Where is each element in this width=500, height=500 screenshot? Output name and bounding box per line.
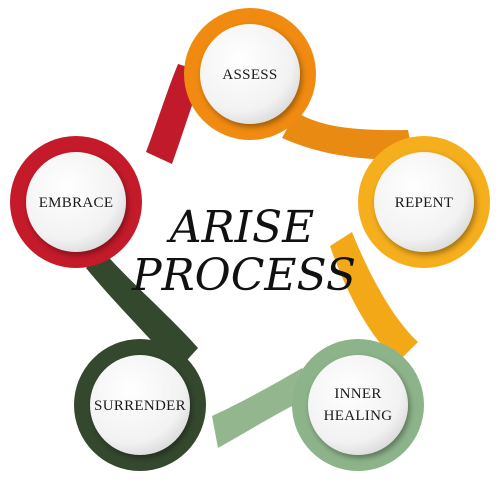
title-line-2: PROCESS [131, 250, 356, 301]
disc-surrender [90, 355, 190, 455]
disc-assess [200, 24, 300, 124]
label-inner-healing-line2: HEALING [324, 408, 393, 424]
ribbon-connectors [86, 64, 418, 448]
ribbon-assess-to-repent [282, 112, 414, 161]
label-repent: REPENT [395, 195, 453, 211]
label-assess: ASSESS [222, 67, 277, 83]
label-inner-healing-line1: INNER [334, 386, 381, 402]
disc-embrace [26, 152, 126, 252]
step-labels: ASSESS REPENT INNER HEALING SURRENDER EM… [39, 67, 453, 424]
ribbon-inner-healing-to-surrender [212, 368, 316, 448]
title-line-1: ARISE [166, 202, 315, 253]
center-title: ARISE PROCESS [131, 202, 356, 301]
step-discs [26, 24, 474, 455]
label-embrace: EMBRACE [39, 195, 114, 211]
disc-inner-healing [308, 355, 408, 455]
ribbon-repent-to-inner-healing [330, 232, 418, 362]
disc-repent [374, 152, 474, 252]
ribbon-surrender-to-embrace [86, 252, 198, 370]
label-surrender: SURRENDER [94, 398, 186, 414]
